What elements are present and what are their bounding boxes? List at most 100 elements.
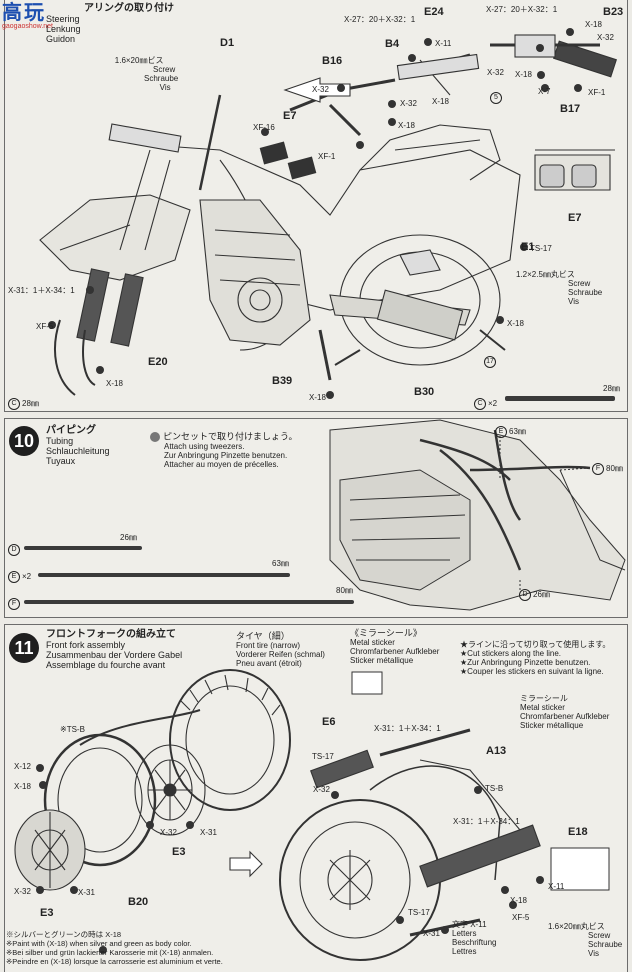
mirror2-en: Metal sticker (520, 703, 565, 712)
paint-ts17-a-11: TS-17 (312, 752, 334, 761)
paint-x11-11: X-11 (548, 882, 565, 891)
paint-x18-a: X-18 (585, 20, 602, 29)
paint-x32-d: X-32 (400, 99, 417, 108)
paint-xf16: XF-16 (253, 123, 275, 132)
ref-step-17: 17 (484, 356, 498, 368)
callout-d-len: 26㎜ (533, 590, 550, 600)
paint-x18-b-11: X-18 (510, 896, 527, 905)
paint-mix-left: X-27：20＋X-32：1 (344, 15, 416, 24)
tweezers-de: Zur Anbringung Pinzette benutzen. (164, 451, 288, 460)
paint-x32-a-11: X-32 (160, 828, 177, 837)
tweezers-jp: ピンセットで取り付けましょう。 (150, 432, 297, 442)
step-11-title-en: Front fork assembly (46, 640, 126, 650)
callout-e-len: 63㎜ (509, 427, 526, 437)
screw-11-en: Screw (588, 931, 611, 940)
screw-b-fr: Vis (568, 297, 579, 306)
part-e3-b: E3 (40, 907, 54, 919)
callout-e-letter: E (495, 426, 507, 438)
step-9-title-fr: Guidon (46, 34, 76, 44)
letters-callout: 文字 X-11 Letters Beschriftung Lettres (452, 920, 496, 956)
mirror-fr: Sticker métallique (350, 656, 414, 665)
screw-a-size: 1.6×20㎜ビス (114, 56, 164, 65)
tweezers-jp-text: ピンセットで取り付けましょう。 (163, 431, 298, 442)
step-9-title: アリングの取り付け Steering Lenkung Guidon (46, 4, 174, 45)
tire-callout: タイヤ（細） Front tire (narrow) Vorderer Reif… (218, 632, 325, 669)
step-10-title: パイピング Tubing Schlauchleitung Tuyaux (46, 425, 110, 467)
tube-d-bar (24, 546, 142, 550)
screw-b-de: Schraube (568, 288, 603, 297)
step-10-title-jp: パイピング (46, 425, 96, 436)
paint-x18-g: X-18 (309, 393, 326, 402)
part-e3-a: E3 (172, 846, 186, 858)
mirror-en: Metal sticker (350, 638, 395, 647)
part-d1: D1 (220, 37, 235, 49)
note-en: ※Paint with (X-18) when silver and green… (6, 939, 192, 948)
step-11-title-fr: Assemblage du fourche avant (46, 660, 166, 670)
step-10-title-de: Schlauchleitung (46, 446, 110, 456)
paint-note: ※シルバーとグリーンの時は X-18 ※Paint with (X-18) wh… (6, 930, 223, 966)
part-b39: B39 (272, 375, 293, 387)
part-e7-top: E7 (283, 110, 297, 122)
paint-mix-right: X-27：20＋X-32：1 (486, 5, 558, 14)
paint-xf5: XF-5 (36, 322, 54, 331)
paint-x32-a: X-32 (597, 33, 614, 42)
mirror-jp: 《ミラーシール》 (350, 628, 422, 638)
paint-x31-mix-b: X-31：1＋X-34：1 (453, 817, 520, 826)
tube-c-right: C×2 (474, 398, 497, 410)
step-9-title-en: Steering (46, 14, 80, 24)
screw-a-en: Screw (153, 65, 176, 74)
cut-de: ★Zur Anbringung Pinzette benutzen. (460, 658, 591, 667)
part-e1: E1 (521, 241, 535, 253)
tweezers-en: Attach using tweezers. (164, 442, 245, 451)
screw-b-en: Screw (568, 279, 591, 288)
tube-f-bar (24, 600, 354, 604)
note-fr: ※Peindre en (X-18) lorsque la carrosseri… (6, 957, 223, 966)
ref-step-5: 5 (490, 92, 504, 104)
screw-a-callout: 1.6×20㎜ビス Screw Schraube Vis (100, 56, 178, 92)
screw-11-callout: 1.6×20㎜丸ビス Screw Schraube Vis (548, 922, 622, 958)
mirror-de: Chromfarbener Aufkleber (350, 647, 440, 656)
paint-x32-b-11: X-32 (14, 887, 31, 896)
paint-x18-a-11: X-18 (14, 782, 31, 791)
step-10-title-fr: Tuyaux (46, 456, 76, 466)
tube-f-label: F (8, 598, 22, 610)
part-a13: A13 (486, 745, 507, 757)
tube-c-right-letter: C (474, 398, 486, 410)
paint-x31-c-11: X-31 (423, 929, 440, 938)
paint-xf1-a: XF-1 (588, 88, 606, 97)
mirror-sticker-info: 《ミラーシール》 Metal sticker Chromfarbener Auf… (350, 628, 440, 666)
callout-f-letter: F (592, 463, 604, 475)
watermark-sub: gaogaoshow.net (2, 23, 53, 30)
step-9-drawing (39, 28, 618, 401)
letters-fr: Lettres (452, 947, 477, 956)
paint-x18-f: X-18 (507, 319, 524, 328)
paint-x18-b: X-18 (515, 70, 532, 79)
tube-c-left-len: 28㎜ (22, 399, 39, 409)
screw-11-size: 1.6×20㎜丸ビス (548, 922, 605, 931)
tube-e-mult: ×2 (22, 572, 32, 582)
ref-step-17-num: 17 (484, 356, 496, 368)
callout-d-letter: D (519, 589, 531, 601)
screw-b-callout: 1.2×2.5㎜丸ビス Screw Schraube Vis (516, 270, 602, 306)
tire-en: Front tire (narrow) (236, 641, 301, 650)
part-b16: B16 (322, 55, 343, 67)
paint-x7: X-7 (538, 87, 551, 96)
part-b23: B23 (603, 6, 624, 18)
paint-xf1-b: XF-1 (318, 152, 336, 161)
tire-de: Vorderer Reifen (schmal) (236, 650, 325, 659)
tweezers-icon (150, 432, 160, 442)
cut-instructions: ★ラインに沿って切り取って使用します。 ★Cut stickers along … (460, 640, 610, 676)
paint-x32-c-11: X-32 (313, 785, 330, 794)
screw-11-fr: Vis (588, 949, 599, 958)
ref-step-5-num: 5 (490, 92, 502, 104)
paint-x32-c: X-32 (312, 85, 329, 94)
tire-fr: Pneu avant (étroit) (236, 659, 302, 668)
step-11-number: 11 (9, 633, 39, 663)
tube-f-letter: F (8, 598, 20, 610)
screw-b-size: 1.2×2.5㎜丸ビス (516, 270, 575, 279)
paint-x32-b: X-32 (487, 68, 504, 77)
